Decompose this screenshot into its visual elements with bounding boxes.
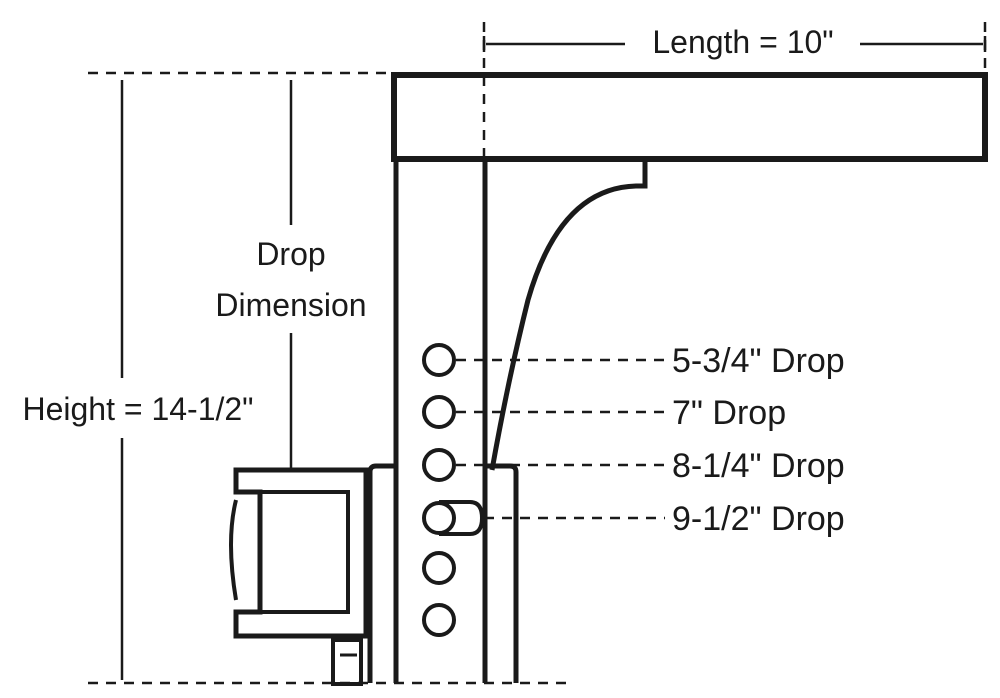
drop-dimension-label-line2: Dimension (215, 287, 366, 323)
drop-label-1: 5-3/4" Drop (672, 342, 845, 380)
receiver-clamp (233, 467, 369, 639)
gusset-brace (489, 160, 648, 471)
drop-dimension-label-line1: Drop (256, 236, 325, 272)
hitch-pin (439, 500, 485, 536)
drop-label-2: 7" Drop (672, 394, 786, 432)
receiver-clamp-lip (229, 499, 238, 601)
ball-mount-collar (367, 463, 519, 683)
adjustment-hole-3 (422, 448, 456, 482)
drop-label-3: 8-1/4" Drop (672, 447, 845, 485)
pin-bolt (331, 638, 363, 686)
hitch-shank (391, 72, 988, 162)
adjustment-hole-6 (422, 603, 456, 637)
receiver-clamp-inner (260, 490, 350, 614)
adjustment-hole-2 (422, 395, 456, 429)
length-label: Length = 10" (652, 24, 833, 60)
adjustment-hole-4 (422, 501, 456, 535)
height-label: Height = 14-1/2" (22, 391, 253, 427)
adjustment-hole-5 (422, 551, 456, 585)
adjustment-hole-1 (422, 343, 456, 377)
drop-label-4: 9-1/2" Drop (672, 500, 845, 538)
